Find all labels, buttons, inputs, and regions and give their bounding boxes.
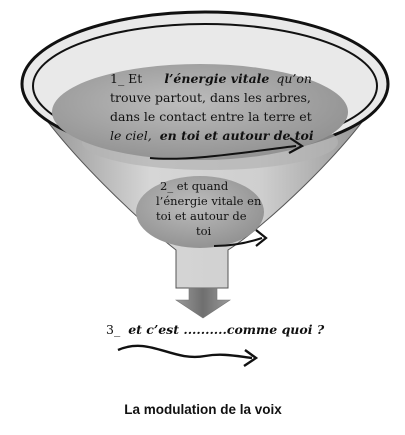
level1-line1: 1_ Et l’énergie vitale qu’on <box>110 71 312 86</box>
level1-line4: le ciel, en toi et autour de toi <box>110 128 314 143</box>
level2-arrowhead <box>255 229 268 247</box>
level3-arrowhead <box>243 349 259 367</box>
level2-line4: toi <box>196 224 212 238</box>
level3-statement: 3_ et c’est ..........comme quoi ? <box>106 322 325 337</box>
level3-wavy-arrow <box>117 344 253 360</box>
level1-ellipse <box>52 64 348 160</box>
level2-line3: toi et autour de <box>156 209 247 223</box>
level1-arrowhead <box>288 137 305 154</box>
level1-line2: trouve partout, dans les arbres, <box>110 90 311 105</box>
level2-line2: l’énergie vitale en <box>156 194 262 208</box>
level2-ellipse <box>136 176 264 248</box>
level2-curve-arrow <box>213 237 263 247</box>
diagram-caption: La modulation de la voix <box>124 402 282 417</box>
level1-curve-arrow <box>149 145 297 160</box>
down-pointer-arrow <box>175 287 231 319</box>
level1-line3: dans le contact entre la terre et <box>110 109 312 124</box>
level2-line1: 2_ et quand <box>160 179 229 193</box>
